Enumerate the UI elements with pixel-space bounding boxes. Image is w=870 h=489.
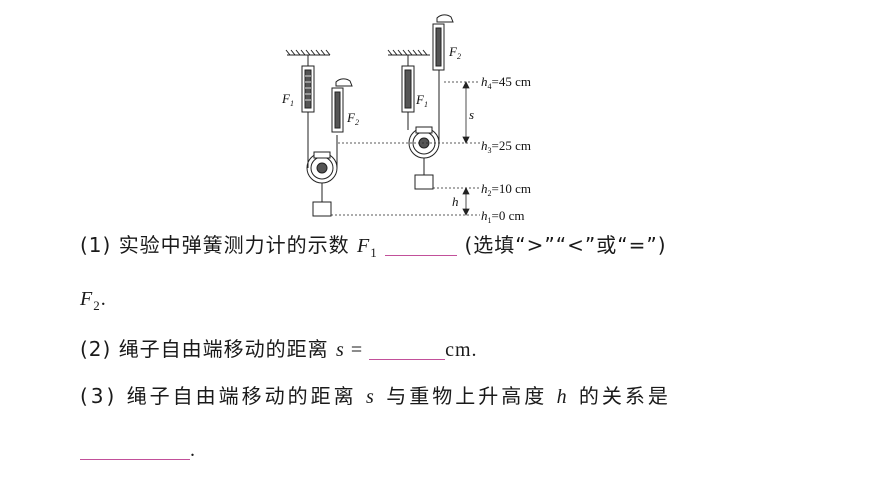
q1-answer-blank[interactable] xyxy=(385,237,458,256)
right-weight xyxy=(414,174,434,190)
q1-line2-var: F xyxy=(80,288,94,310)
h3-label: h3=25 cm xyxy=(481,138,531,155)
f1-left-label: F1 xyxy=(281,91,294,108)
left-pulley xyxy=(306,151,338,184)
left-ceiling xyxy=(285,49,331,56)
s-label: s xyxy=(469,107,474,122)
left-spring-scale-f2 xyxy=(331,78,353,133)
q3-answer-blank[interactable] xyxy=(80,441,190,460)
question-2: (2) 绳子自由端移动的距离 s = cm. xyxy=(80,337,478,362)
q2-eq: = xyxy=(344,339,370,361)
q1-sub: 1 xyxy=(370,245,378,260)
q3-var-s: s xyxy=(366,386,377,408)
question-1: (1) 实验中弹簧测力计的示数 F1 (选填“>”“<”或“=”) xyxy=(80,233,667,265)
right-spring-scale-f2 xyxy=(432,14,454,71)
left-weight xyxy=(312,201,332,217)
right-spring-scale-f1 xyxy=(401,65,415,113)
q2-answer-blank[interactable] xyxy=(369,341,446,360)
question-1-line-2: F2. xyxy=(80,286,107,318)
h4-label: h4=45 cm xyxy=(481,74,531,91)
q1-var: F xyxy=(357,235,371,257)
pulley-experiment-figure: F1 F2 F1 F2 s h h4=45 cm h3=25 cm h2=10 … xyxy=(281,14,531,225)
q3-var-h: h xyxy=(556,386,570,408)
q2-unit: cm. xyxy=(445,339,478,361)
height-reference-lines xyxy=(331,81,480,216)
q2-prefix: (2) 绳子自由端移动的距离 xyxy=(80,337,337,361)
q1-line2-end: . xyxy=(100,288,107,310)
question-3: (3) 绳子自由端移动的距离 s 与重物上升高度 h 的关系是 xyxy=(80,384,671,409)
right-ceiling xyxy=(387,49,430,56)
f2-right-label: F2 xyxy=(448,44,461,61)
q3-prefix: (3) 绳子自由端移动的距离 xyxy=(80,384,367,408)
right-pulley xyxy=(408,126,440,159)
h-label: h xyxy=(452,194,459,209)
q1-line2-sub: 2 xyxy=(93,298,101,313)
q1-prefix: (1) 实验中弹簧测力计的示数 xyxy=(80,233,358,257)
h2-label: h2=10 cm xyxy=(481,181,531,198)
f1-right-label: F1 xyxy=(415,92,428,109)
q3-mid: 与重物上升高度 xyxy=(376,384,557,408)
h1-label: h1=0 cm xyxy=(481,208,524,225)
q2-var: s xyxy=(336,339,345,361)
q3-end: 的关系是 xyxy=(569,384,671,408)
f2-left-label: F2 xyxy=(346,110,359,127)
left-spring-scale-f1 xyxy=(301,65,315,113)
question-3-line-2: . xyxy=(80,437,196,462)
q3-line2-end: . xyxy=(190,439,196,461)
q1-suffix: (选填“>”“<”或“=”) xyxy=(464,233,667,257)
